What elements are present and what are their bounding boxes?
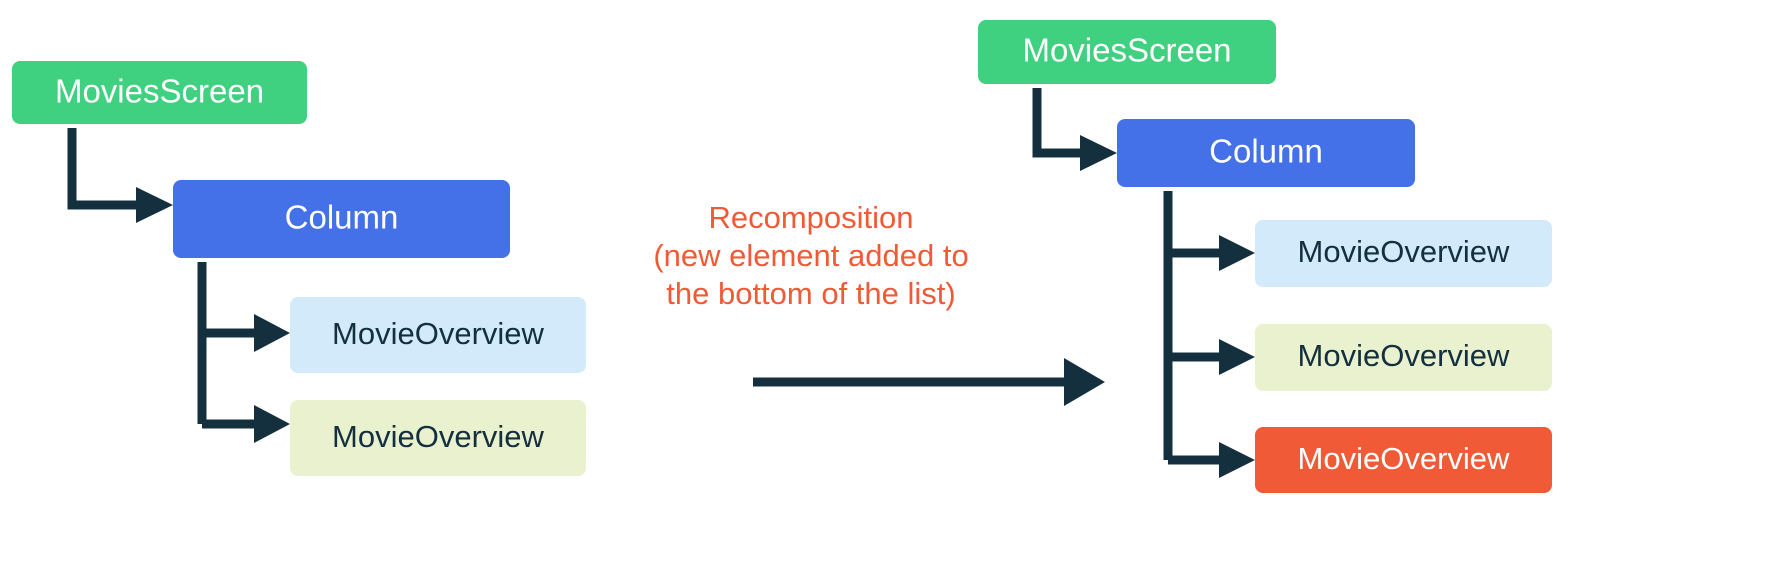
caption-line-2: (new element added to	[653, 238, 968, 273]
recomposition-arrow	[753, 358, 1105, 406]
node-label: MovieOverview	[332, 316, 544, 351]
caption-line-3: the bottom of the list)	[666, 276, 955, 311]
node-label: MovieOverview	[332, 419, 544, 454]
node-movie-overview-1-after[interactable]: MovieOverview	[1255, 220, 1552, 287]
node-label: MovieOverview	[1298, 338, 1510, 373]
node-movie-overview-2-before[interactable]: MovieOverview	[290, 400, 586, 476]
node-column-before[interactable]: Column	[173, 180, 510, 258]
node-movies-screen-after[interactable]: MoviesScreen	[978, 20, 1276, 84]
node-label: MovieOverview	[1298, 234, 1510, 269]
node-column-after[interactable]: Column	[1117, 119, 1415, 187]
node-movies-screen-before[interactable]: MoviesScreen	[12, 61, 307, 124]
connector-movies-screen-to-column	[67, 128, 173, 223]
after-tree: MoviesScreen Column MovieOverview MovieO…	[978, 20, 1552, 493]
node-movie-overview-3-after[interactable]: MovieOverview	[1255, 427, 1552, 493]
connector-movies-screen-to-column-after	[1032, 88, 1117, 171]
connector-column-to-children	[197, 262, 290, 443]
node-label: Column	[1209, 133, 1323, 170]
node-movie-overview-2-after[interactable]: MovieOverview	[1255, 324, 1552, 391]
node-label: Column	[285, 199, 399, 236]
node-label: MovieOverview	[1298, 441, 1510, 476]
caption-line-1: Recomposition	[708, 200, 913, 235]
connector-column-to-children-after	[1163, 191, 1255, 478]
node-label: MoviesScreen	[1022, 32, 1231, 69]
transition-caption: Recomposition (new element added to the …	[653, 200, 968, 311]
node-movie-overview-1-before[interactable]: MovieOverview	[290, 297, 586, 373]
before-tree: MoviesScreen Column MovieOverview MovieO…	[12, 61, 586, 476]
node-label: MoviesScreen	[55, 73, 264, 110]
